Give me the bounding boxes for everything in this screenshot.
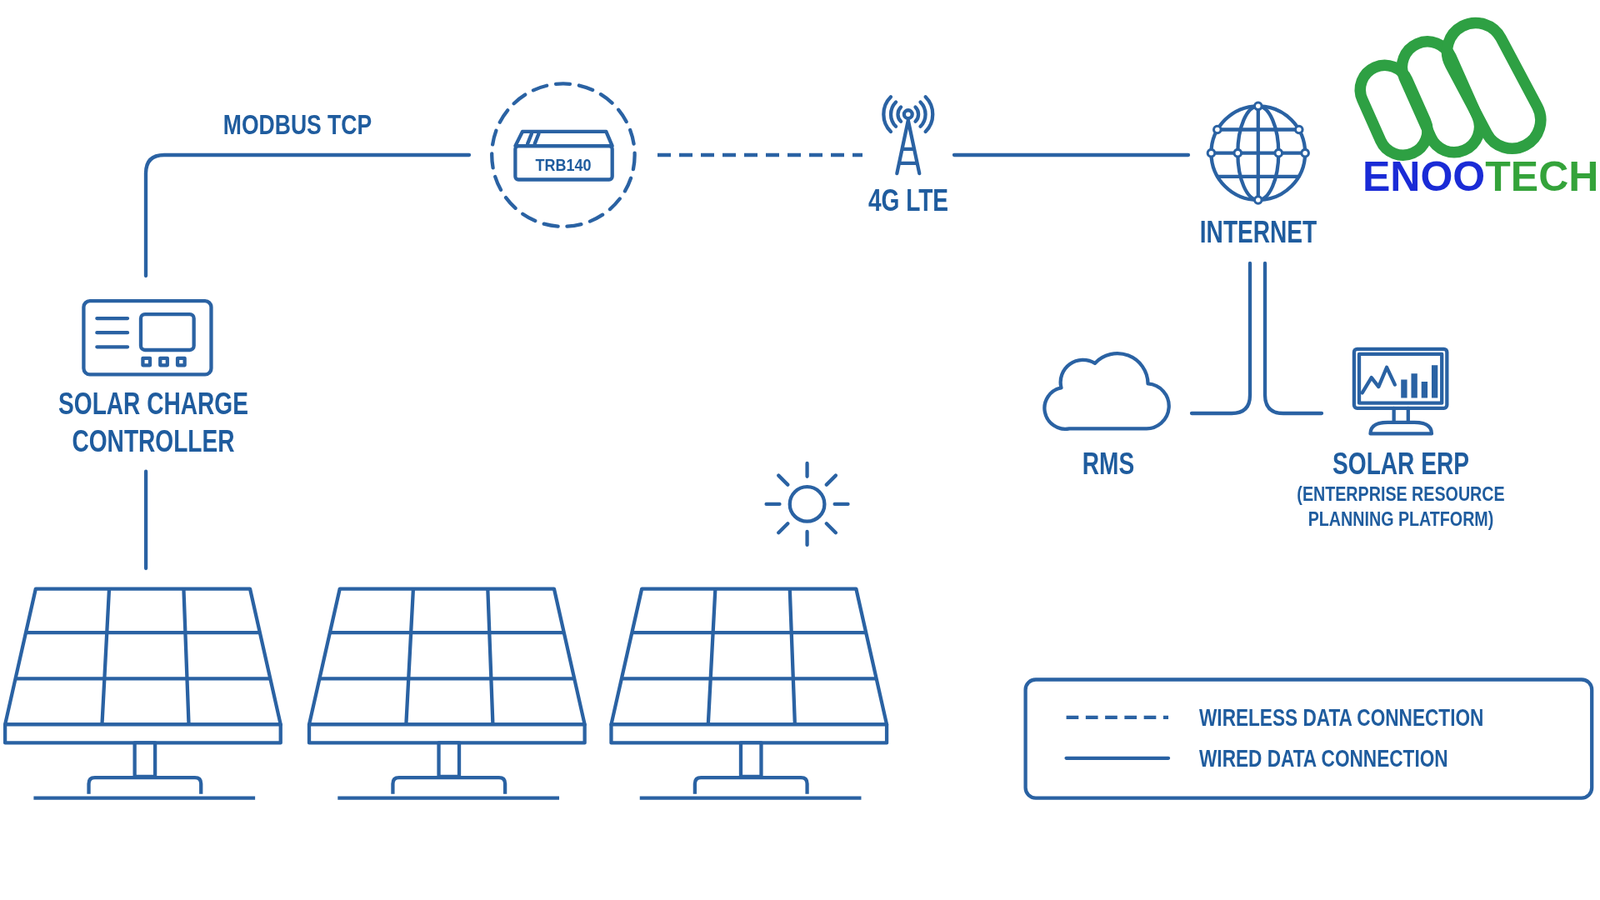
globe-dots (1207, 102, 1309, 204)
legend-text: WIRED DATA CONNECTION (1199, 744, 1449, 773)
radio-waves (883, 96, 933, 132)
controller-lines (96, 318, 128, 347)
sun-rays (766, 463, 849, 545)
logo-mark (1352, 12, 1551, 163)
monitor-screen (1359, 354, 1442, 404)
erp-node: SOLAR ERP(ENTERPRISE RESOURCE PLANNING P… (1321, 345, 1480, 534)
globe-dot (1207, 149, 1215, 157)
cloud-icon (1044, 353, 1169, 430)
controller-body (83, 300, 211, 375)
logo-wordmark: ENOOTECH (1362, 155, 1599, 199)
wired-link (1265, 263, 1322, 414)
legend-box (1025, 680, 1593, 799)
node-label: INTERNET (1186, 215, 1330, 250)
cloud-node: RMS (1033, 345, 1192, 480)
controller-button (142, 358, 150, 366)
legend-solid-sample (1066, 756, 1169, 760)
panel-wire (144, 471, 148, 569)
globe-dot (1214, 125, 1222, 134)
legend-text: WIRELESS DATA CONNECTION (1199, 703, 1484, 732)
node-label: (ENTERPRISE RESOURCE PLANNING PLATFORM) (1288, 481, 1515, 532)
tower-mast (896, 120, 920, 174)
monitor-chart-line (1362, 367, 1395, 394)
node-label: RMS (1056, 447, 1161, 481)
globe-dot (1275, 149, 1283, 157)
globe-dot (1301, 149, 1310, 157)
wired-link (954, 153, 1189, 157)
router-body (515, 145, 612, 180)
wireless-link (657, 153, 863, 157)
router-top (515, 131, 612, 146)
solar-panel (309, 589, 585, 799)
router-vents (527, 133, 539, 144)
globe-dot (1234, 149, 1242, 157)
wired-link (145, 155, 470, 276)
node-label: TRB140 (518, 155, 609, 175)
globe-dot (1255, 196, 1263, 205)
node-label: 4G LTE (843, 184, 974, 218)
edge-label: MODBUS TCP (200, 107, 395, 141)
sun-disc (790, 486, 825, 522)
controller-button (160, 358, 168, 366)
legend-dashed-sample (1066, 715, 1169, 720)
internet-node: INTERNET (1188, 100, 1329, 264)
tower-tip (904, 110, 913, 119)
globe-dot (1255, 102, 1263, 110)
monitor-frame (1354, 349, 1447, 409)
tower-node: 4G LTE (862, 87, 955, 221)
solar-panel (5, 589, 281, 799)
globe-lines (1210, 105, 1305, 200)
logo-loop (1436, 12, 1550, 159)
controller-screen (140, 314, 195, 350)
router-node: TRB140 (469, 83, 658, 227)
dashed-circle (491, 83, 635, 226)
node-label: SOLAR ERP (1322, 447, 1479, 481)
node-label: SOLAR CHARGE CONTROLLER (45, 385, 260, 460)
monitor-bars (1404, 365, 1435, 398)
globe-dot (1295, 125, 1303, 134)
globe-outline (1210, 105, 1305, 200)
solar-panel (610, 589, 887, 799)
controller-button (177, 358, 185, 366)
wired-link (1191, 263, 1250, 414)
controller-node: SOLAR CHARGE CONTROLLER (37, 275, 255, 464)
monitor-stand (1370, 408, 1431, 435)
